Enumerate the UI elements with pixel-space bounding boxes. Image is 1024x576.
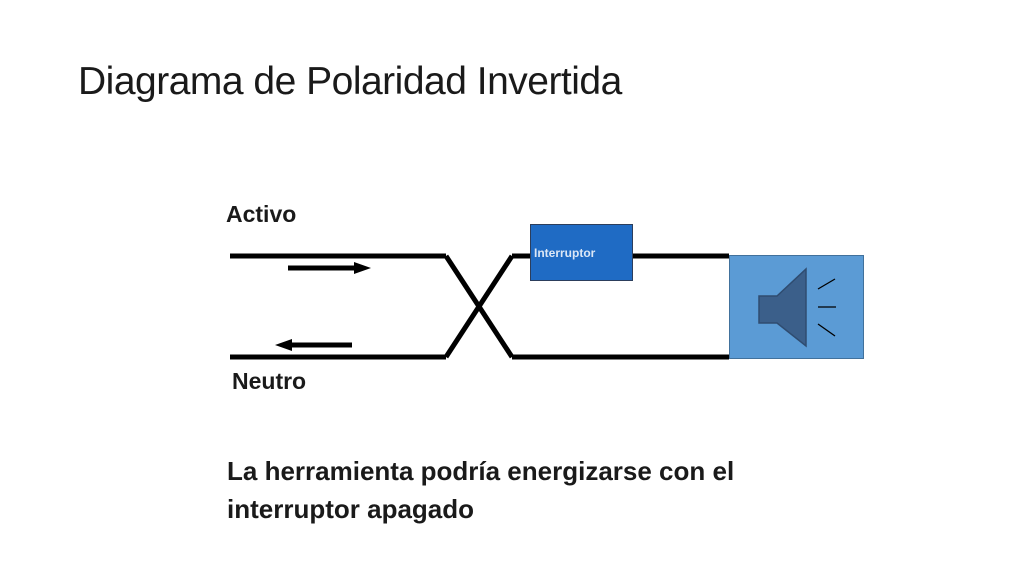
neutro-label: Neutro (232, 368, 307, 394)
caption-text: La herramienta podría energizarse con el… (227, 456, 735, 524)
activo-label: Activo (226, 201, 297, 227)
speaker-icon (758, 267, 836, 348)
interruptor-label: Interruptor (534, 246, 596, 260)
tool-box (729, 255, 864, 359)
interruptor-box: Interruptor (530, 224, 633, 281)
page-title: Diagrama de Polaridad Invertida (78, 60, 622, 103)
crossover-wire-up (443, 254, 515, 359)
arrow-right-icon (288, 262, 371, 274)
arrow-left-icon (275, 339, 352, 351)
